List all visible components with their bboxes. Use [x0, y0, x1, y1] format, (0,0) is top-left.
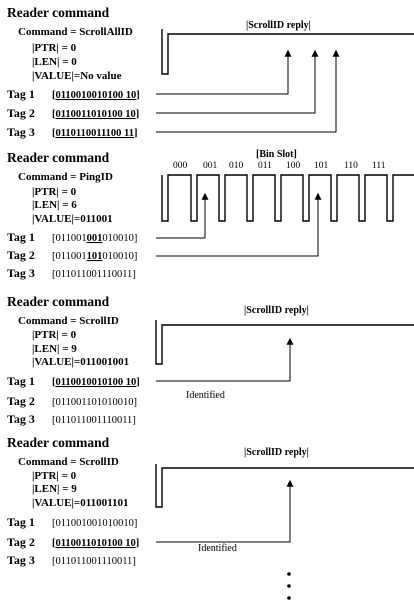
reader-signal-waveform: [161, 29, 414, 75]
panel-pingid: Reader command Command = PingID |PTR| = …: [7, 149, 414, 280]
value-param: |VALUE|=011001: [32, 213, 113, 225]
tag-row: Tag 1 [0110010010100 10]: [7, 87, 140, 101]
tag-label: Tag 3: [7, 553, 35, 567]
bin-slot-010: 010: [229, 161, 244, 171]
ptr-param: |PTR| = 0: [32, 186, 77, 198]
tag-row: Tag 2 [011001101010010]: [7, 248, 137, 262]
tag1-reply-arrow: [156, 337, 294, 382]
tag-label: Tag 1: [7, 87, 35, 101]
bin-slot-100: 100: [286, 161, 301, 171]
tag-label: Tag 3: [7, 412, 35, 426]
tag-row: Tag 3 [0110110011100 11]: [7, 125, 137, 139]
reader-command-heading: Reader command: [7, 294, 110, 309]
tag2-reply-arrow: [156, 479, 294, 543]
panel-scrollid-tag1: Reader command Command = ScrollID |PTR| …: [7, 294, 414, 426]
scrollid-reply-label: |ScrollID reply|: [246, 20, 311, 31]
scrollid-reply-label: |ScrollID reply|: [244, 305, 309, 316]
tag1-slot-arrow: [156, 192, 209, 239]
bin-slot-000: 000: [173, 161, 188, 171]
tag1-reply-arrow: [156, 49, 292, 95]
tag3-reply-arrow: [156, 49, 340, 133]
tag-row: Tag 3 [011011001110011]: [7, 266, 136, 280]
tag-id: [011001101010010]: [52, 397, 137, 408]
tag-row: Tag 2 [0110011010100 10]: [7, 535, 139, 549]
bin-slot-001: 001: [203, 161, 218, 171]
tag-label: Tag 2: [7, 535, 35, 549]
reader-signal-waveform: [155, 464, 414, 508]
tag-row: Tag 1 [011001001010010]: [7, 515, 137, 529]
tag-id: [0110010010100 10]: [52, 90, 140, 101]
tag-id: [011011001110011]: [52, 556, 136, 567]
tag-id: [0110110011100 11]: [52, 128, 137, 139]
len-param: |LEN| = 0: [32, 56, 77, 68]
tag2-slot-arrow: [156, 192, 322, 257]
bin-slot-011: 011: [258, 161, 272, 171]
reader-command-heading: Reader command: [7, 435, 110, 450]
tag-row: Tag 2 [011001101010010]: [7, 394, 137, 408]
tag-row: Tag 1 [0110010010100 10]: [7, 374, 140, 388]
bin-slot-label: [Bin Slot]: [256, 149, 297, 160]
scrollid-reply-label: |ScrollID reply|: [244, 447, 309, 458]
command-label: Command = PingID: [18, 171, 113, 183]
ptr-param: |PTR| = 0: [32, 470, 77, 482]
tag-row: Tag 3 [011011001110011]: [7, 553, 136, 567]
identified-label: Identified: [198, 543, 237, 554]
tag-label: Tag 2: [7, 248, 35, 262]
bin-slot-101: 101: [314, 161, 329, 171]
bin-slot-labels: 000 001 010 011 100 101 110 111: [173, 161, 386, 171]
identified-label: Identified: [186, 390, 225, 401]
tag-id: [011001001010010]: [52, 518, 137, 529]
ptr-param: |PTR| = 0: [32, 42, 77, 54]
continuation-dot: [287, 584, 291, 588]
tag-label: Tag 2: [7, 394, 35, 408]
tag-label: Tag 1: [7, 374, 35, 388]
len-param: |LEN| = 9: [32, 343, 77, 355]
tag-id: [0110010010100 10]: [52, 377, 140, 388]
tag-id: [011001101010010]: [52, 251, 137, 262]
command-label: Command = ScrollAllID: [18, 26, 133, 38]
tag-id: [0110011010100 10]: [52, 109, 139, 120]
tag-label: Tag 2: [7, 106, 35, 120]
tag-label: Tag 1: [7, 230, 35, 244]
panel-scrollid-tag2: Reader command Command = ScrollID |PTR| …: [7, 435, 414, 600]
value-param: |VALUE|=011001001: [32, 356, 129, 368]
len-param: |LEN| = 9: [32, 483, 77, 495]
tag-label: Tag 3: [7, 125, 35, 139]
continuation-dot: [287, 596, 291, 600]
command-label: Command = ScrollID: [18, 315, 119, 327]
reader-command-heading: Reader command: [7, 150, 110, 165]
len-param: |LEN| = 6: [32, 199, 77, 211]
tag-id: [011011001110011]: [52, 269, 136, 280]
tag-id: [0110011010100 10]: [52, 538, 139, 549]
tag-row: Tag 2 [0110011010100 10]: [7, 106, 139, 120]
bin-slot-111: 111: [372, 161, 386, 171]
continuation-dot: [287, 572, 291, 576]
tag-id: [011011001110011]: [52, 415, 136, 426]
panel-scrollallid: Reader command Command = ScrollAllID |PT…: [7, 5, 414, 139]
tag-label: Tag 3: [7, 266, 35, 280]
command-label: Command = ScrollID: [18, 456, 119, 468]
tag-id: [011001001010010]: [52, 233, 137, 244]
reader-signal-waveform: [155, 320, 414, 365]
tag2-reply-arrow: [156, 49, 319, 114]
ptr-param: |PTR| = 0: [32, 329, 77, 341]
tag-label: Tag 1: [7, 515, 35, 529]
bin-slot-110: 110: [344, 161, 358, 171]
value-param: |VALUE|=011001101: [32, 497, 129, 509]
value-param: |VALUE|=No value: [32, 70, 122, 82]
tag-row: Tag 1 [011001001010010]: [7, 230, 137, 244]
reader-command-heading: Reader command: [7, 5, 110, 20]
bin-slot-waveform: [161, 174, 414, 222]
tag-row: Tag 3 [011011001110011]: [7, 412, 136, 426]
